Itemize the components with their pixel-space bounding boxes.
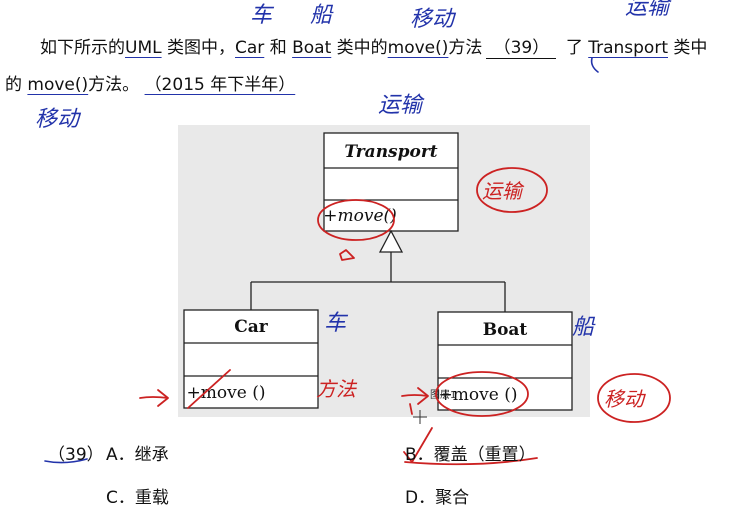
q-transport: Transport [588, 38, 668, 58]
ink-circle-move [597, 373, 671, 423]
option-d[interactable]: D．聚合 [405, 488, 470, 508]
annotation-car-side: 车 [324, 311, 349, 336]
ink-strike-car [187, 369, 231, 409]
blue-annotations: 车 船 移动 运输 移动 运输 车 船 [35, 0, 672, 464]
class-boat-operation: +move () [439, 385, 518, 405]
ink-underline-b [404, 457, 538, 466]
question-line-1: 如下所示的UML 类图中，Car 和 Boat 类中的move()方法（39） … [40, 33, 707, 59]
q-text: 如下所示的 [40, 38, 125, 58]
q-text: 了 [565, 38, 583, 58]
q-car: Car [235, 38, 265, 58]
annotation-boat-side: 船 [572, 315, 596, 340]
question-number: （39） [48, 445, 104, 465]
q-source: （2015 年下半年） [144, 75, 296, 95]
annotation-move-top: 移动 [410, 7, 457, 32]
q-text: 的 [5, 75, 22, 95]
class-boat-box [437, 311, 573, 411]
q-uml: UML [125, 38, 162, 58]
question-line-2: 的 move()方法。 （2015 年下半年） [5, 70, 295, 95]
layer-label: 图层1 [430, 389, 456, 401]
annotation-car-top: 车 [250, 3, 275, 28]
annotation-move-left: 移动 [35, 107, 82, 132]
option-b[interactable]: B．覆盖（重置） [405, 445, 536, 465]
q-text: 和 [269, 38, 287, 58]
ink-circle-transport-move [317, 199, 395, 241]
annotation-method-red: 方法 [316, 377, 358, 401]
annotation-transport-red: 运输 [482, 179, 525, 203]
annotation-boat-top: 船 [310, 3, 334, 28]
generalization-connector [250, 229, 506, 312]
class-transport-operation: +move() [323, 206, 397, 226]
move-cursor-icon [413, 410, 427, 424]
annotation-transport-top: 运输 [625, 0, 672, 20]
q-text: 方法 [448, 38, 483, 58]
ink-arrow-left-icon [139, 389, 169, 407]
q-boat: Boat [292, 38, 332, 58]
red-annotations: 运输 方法 移动 [139, 167, 671, 466]
class-boat-name: Boat [483, 320, 528, 340]
ink-circle-boat-move [435, 371, 529, 417]
class-transport-name: Transport [344, 142, 437, 162]
class-transport: Transport +move() [323, 132, 459, 232]
q-move: move() [387, 38, 449, 58]
q-text: 方法。 [88, 75, 140, 95]
class-boat: Boat +move () [437, 311, 573, 411]
ink-tick [409, 403, 413, 415]
ink-circle-annotation [476, 167, 548, 213]
q-text: 类图中， [167, 38, 235, 58]
q-move: move() [27, 75, 89, 95]
option-c[interactable]: C．重载 [106, 488, 169, 508]
q-text: 类中 [673, 38, 708, 58]
class-transport-box [323, 132, 459, 232]
ink-mark [339, 249, 355, 261]
class-car-operation: +move () [187, 383, 266, 403]
ink-stroke [590, 57, 599, 73]
option-a[interactable]: A．继承 [106, 445, 169, 465]
annotation-transport-mid: 运输 [378, 93, 425, 118]
ink-arrow-right-icon [401, 387, 429, 405]
answer-blank: （39） [486, 33, 557, 59]
q-text: 类中的 [336, 38, 388, 58]
ink-underline [44, 458, 88, 464]
class-car-name: Car [234, 317, 269, 337]
annotation-move-red: 移动 [604, 387, 646, 411]
